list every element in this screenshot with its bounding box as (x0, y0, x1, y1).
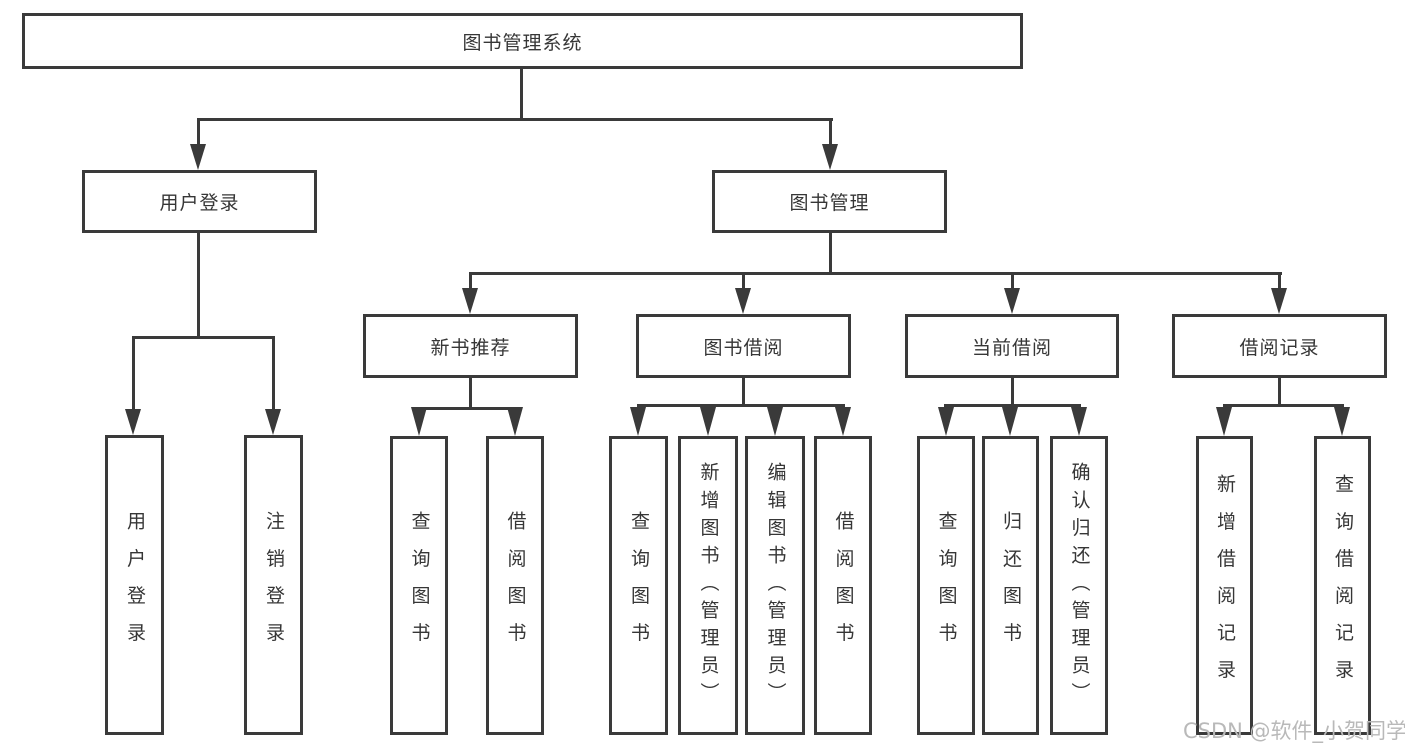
node-root-label: 图书管理系统 (462, 31, 583, 54)
node-book-borrow: 图书借阅 (636, 314, 851, 378)
connector-book-mgmt-stem (829, 233, 832, 272)
connector-user-login-stem (197, 233, 200, 336)
node-g4-add-record-label: 新增借阅记录 (1214, 474, 1236, 697)
arrow-down-icon (1216, 407, 1232, 436)
connector-g1-rail (418, 407, 518, 410)
arrow-down-icon (630, 407, 646, 436)
arrow-down-icon (1004, 288, 1020, 314)
node-g3-return-book: 归还图书 (982, 436, 1039, 735)
node-logout-leaf-label: 注销登录 (263, 510, 285, 660)
node-g2-query-book: 查询图书 (609, 436, 668, 735)
arrow-down-icon (507, 407, 523, 436)
node-book-mgmt-label: 图书管理 (789, 192, 870, 214)
node-g2-edit-book: 编辑图书（管理员） (745, 436, 805, 735)
node-current-borrow: 当前借阅 (905, 314, 1119, 378)
arrow-down-icon (1071, 407, 1087, 436)
node-book-mgmt: 图书管理 (712, 170, 947, 233)
node-g2-add-book-label: 新增图书（管理员） (697, 461, 720, 710)
node-g4-add-record: 新增借阅记录 (1196, 436, 1253, 735)
node-user-login-label: 用户登录 (159, 192, 240, 214)
connector-g2-stem (742, 378, 745, 404)
connector-g4-rail (1223, 404, 1344, 407)
node-g2-edit-book-label: 编辑图书（管理员） (764, 461, 787, 710)
node-g1-borrow-book: 借阅图书 (486, 436, 544, 735)
arrow-down-icon (1002, 407, 1018, 436)
arrow-down-icon (265, 409, 281, 435)
node-g4-query-record-label: 查询借阅记录 (1332, 474, 1354, 697)
arrow-down-icon (125, 409, 141, 435)
node-book-borrow-label: 图书借阅 (703, 336, 784, 359)
connector-book-mgmt-rail (469, 272, 1282, 275)
node-g4-query-record: 查询借阅记录 (1314, 436, 1371, 735)
connector-drop-user-login (197, 120, 200, 148)
connector-drop-book-borrow (742, 274, 745, 290)
node-user-login: 用户登录 (82, 170, 317, 233)
arrow-down-icon (411, 407, 427, 436)
node-g1-query-book: 查询图书 (390, 436, 448, 735)
node-logout-leaf: 注销登录 (244, 435, 303, 735)
node-user-login-leaf: 用户登录 (105, 435, 164, 735)
arrow-down-icon (835, 407, 851, 436)
connector-drop-login-leaf (132, 338, 135, 412)
connector-root-rail (197, 118, 833, 121)
node-user-login-leaf-label: 用户登录 (124, 510, 146, 660)
arrow-down-icon (190, 144, 206, 170)
node-new-book-rec-label: 新书推荐 (430, 336, 511, 359)
arrow-down-icon (767, 407, 783, 436)
node-borrow-records: 借阅记录 (1172, 314, 1387, 378)
arrow-down-icon (700, 407, 716, 436)
node-g2-query-book-label: 查询图书 (628, 511, 650, 660)
connector-user-login-rail (132, 336, 275, 339)
node-g2-borrow-book-label: 借阅图书 (832, 511, 855, 660)
connector-drop-book-mgmt (829, 120, 832, 148)
connector-drop-borrow-records (1278, 274, 1281, 290)
node-g3-return-book-label: 归还图书 (1000, 511, 1022, 660)
arrow-down-icon (822, 144, 838, 170)
connector-g3-rail (944, 404, 1081, 407)
arrow-down-icon (1334, 407, 1350, 436)
connector-drop-new-book-rec (469, 274, 472, 290)
node-g2-add-book: 新增图书（管理员） (678, 436, 738, 735)
node-g1-borrow-book-label: 借阅图书 (504, 511, 527, 660)
node-borrow-records-label: 借阅记录 (1239, 336, 1320, 359)
node-g3-confirm-return: 确认归还（管理员） (1050, 436, 1108, 735)
connector-drop-logout-leaf (272, 338, 275, 412)
arrow-down-icon (462, 288, 478, 314)
node-g1-query-book-label: 查询图书 (408, 511, 431, 660)
arrow-down-icon (735, 288, 751, 314)
connector-g2-rail (637, 404, 845, 407)
node-g3-confirm-return-label: 确认归还（管理员） (1068, 461, 1091, 710)
node-g2-borrow-book: 借阅图书 (814, 436, 872, 735)
connector-drop-current-borrow (1011, 274, 1014, 290)
csdn-watermark: CSDN @软件_小贺同学 (1183, 719, 1405, 743)
node-g3-query-book: 查询图书 (917, 436, 975, 735)
connector-g3-stem (1011, 377, 1014, 404)
connector-g4-stem (1278, 377, 1281, 404)
arrow-down-icon (938, 407, 954, 436)
node-g3-query-book-label: 查询图书 (935, 511, 958, 660)
node-root: 图书管理系统 (22, 13, 1023, 69)
node-current-borrow-label: 当前借阅 (971, 336, 1052, 359)
connector-root-stem (520, 68, 523, 118)
node-new-book-rec: 新书推荐 (363, 314, 578, 378)
connector-g1-stem (469, 378, 472, 407)
arrow-down-icon (1271, 288, 1287, 314)
